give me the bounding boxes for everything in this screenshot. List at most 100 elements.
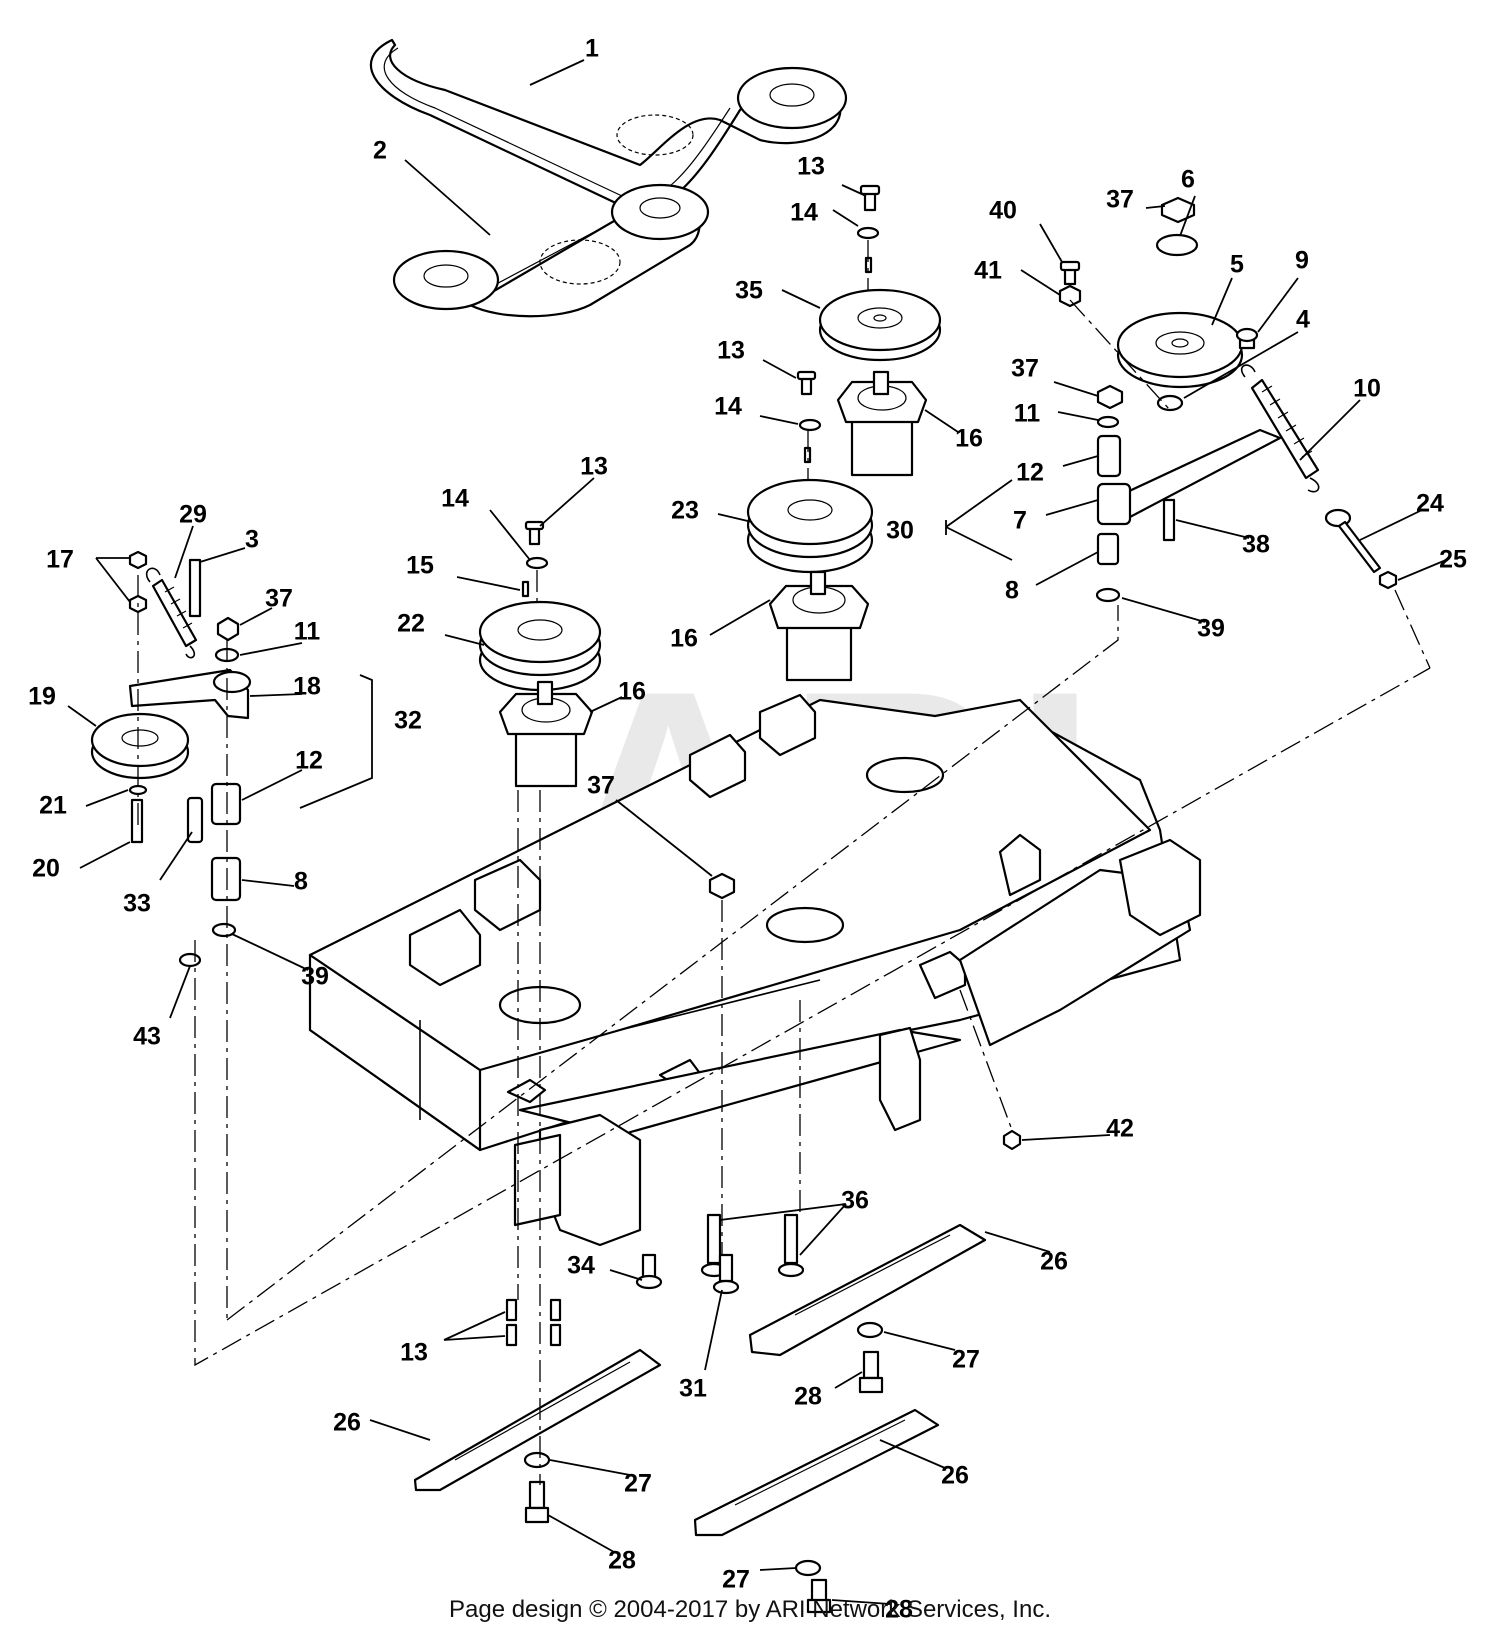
callout-33: 33 (123, 890, 151, 918)
callout-3: 3 (245, 526, 259, 554)
spacer-8-right (1096, 532, 1120, 566)
callout-13: 13 (797, 153, 825, 181)
bolt-13-left (524, 520, 545, 546)
idler-arm-30 (1096, 428, 1282, 526)
callout-41: 41 (974, 257, 1002, 285)
bolt-34 (635, 1253, 663, 1290)
callout-4: 4 (1296, 306, 1310, 334)
blade-26-center (693, 1408, 940, 1537)
callout-13: 13 (717, 337, 745, 365)
washer-43 (178, 952, 202, 968)
callout-8: 8 (1005, 577, 1019, 605)
bolt-40 (1059, 260, 1081, 286)
callout-14: 14 (441, 485, 469, 513)
callout-22: 22 (397, 610, 425, 638)
washer-4 (1156, 394, 1184, 412)
callout-13: 13 (400, 1339, 428, 1367)
bushing-12-right (1096, 434, 1122, 478)
blade-26-left (413, 1348, 662, 1492)
callout-37: 37 (1011, 355, 1039, 383)
callout-37: 37 (587, 772, 615, 800)
callout-28: 28 (608, 1547, 636, 1575)
callout-15: 15 (406, 552, 434, 580)
callout-28: 28 (885, 1596, 913, 1624)
callout-12: 12 (1016, 459, 1044, 487)
bolt-3 (188, 558, 202, 618)
callout-31: 31 (679, 1375, 707, 1403)
callout-6: 6 (1181, 166, 1195, 194)
washer-14-left (525, 556, 549, 570)
callout-12: 12 (295, 747, 323, 775)
bolt-28-left (524, 1480, 550, 1524)
nut-41 (1058, 284, 1082, 308)
callout-39: 39 (301, 963, 329, 991)
callout-42: 42 (1106, 1115, 1134, 1143)
bolt-13-mid (796, 370, 817, 396)
bolts-36 (700, 1213, 805, 1278)
callout-30: 30 (886, 517, 914, 545)
washer-39-right (1095, 587, 1121, 603)
callout-27: 27 (952, 1346, 980, 1374)
washer-14-top (856, 226, 880, 240)
callout-8: 8 (294, 868, 308, 896)
callout-32: 32 (394, 707, 422, 735)
blade-26-right (748, 1223, 987, 1357)
cap-6 (1155, 233, 1199, 257)
nut-37-deck (708, 872, 736, 900)
assembly-lines (137, 240, 1431, 1485)
callout-26: 26 (333, 1409, 361, 1437)
callout-14: 14 (790, 199, 818, 227)
bumper-9 (1235, 327, 1259, 350)
callout-38: 38 (1242, 531, 1270, 559)
bolts-13-bottom (505, 1298, 562, 1347)
bolt-20 (130, 798, 144, 844)
callout-37: 37 (265, 585, 293, 613)
leader-lines (67, 59, 1447, 1605)
callout-11: 11 (294, 618, 321, 646)
callout-11: 11 (1014, 400, 1041, 428)
callout-19: 19 (28, 683, 56, 711)
belt-pulley-center (610, 183, 710, 241)
callout-34: 34 (567, 1252, 595, 1280)
washer-27-left (523, 1451, 551, 1469)
bolt-13-top (859, 184, 881, 212)
rear-bumper-frame (513, 838, 1202, 1247)
callout-40: 40 (989, 197, 1017, 225)
bolt-28-right (858, 1350, 884, 1394)
eyebolt-24 (1324, 508, 1382, 574)
idler-arm-18 (128, 668, 252, 720)
spacer-8-left (210, 856, 242, 902)
callout-2: 2 (373, 137, 387, 165)
bolt-31 (712, 1253, 740, 1295)
callout-43: 43 (133, 1023, 161, 1051)
callout-39: 39 (1197, 615, 1225, 643)
callout-26: 26 (941, 1462, 969, 1490)
belt-pulley-left (392, 249, 500, 311)
pulley-22 (478, 600, 602, 692)
spring-10 (1240, 364, 1320, 493)
bushing-12-left (210, 782, 242, 826)
callout-23: 23 (671, 497, 699, 525)
callout-35: 35 (735, 277, 763, 305)
idler-pulley-19 (90, 712, 190, 780)
washer-11-right (1096, 415, 1120, 429)
nut-37-left (216, 616, 240, 642)
spring-29 (145, 567, 198, 659)
callout-17: 17 (46, 546, 74, 574)
nut-37-right-top (1160, 196, 1196, 224)
nut-42 (1002, 1129, 1022, 1151)
page-footer-copyright: Page design © 2004-2017 by ARI Network S… (448, 1596, 1051, 1623)
callout-20: 20 (32, 855, 60, 883)
callout-9: 9 (1295, 247, 1309, 275)
spindle-16-upper (836, 370, 928, 477)
washer-27-right (856, 1321, 884, 1339)
belt-pulley-right (736, 66, 848, 130)
callout-21: 21 (39, 792, 67, 820)
callout-27: 27 (624, 1470, 652, 1498)
nut-25 (1378, 570, 1398, 590)
washer-39-left (211, 922, 237, 938)
callout-14: 14 (714, 393, 742, 421)
callout-26: 26 (1040, 1248, 1068, 1276)
